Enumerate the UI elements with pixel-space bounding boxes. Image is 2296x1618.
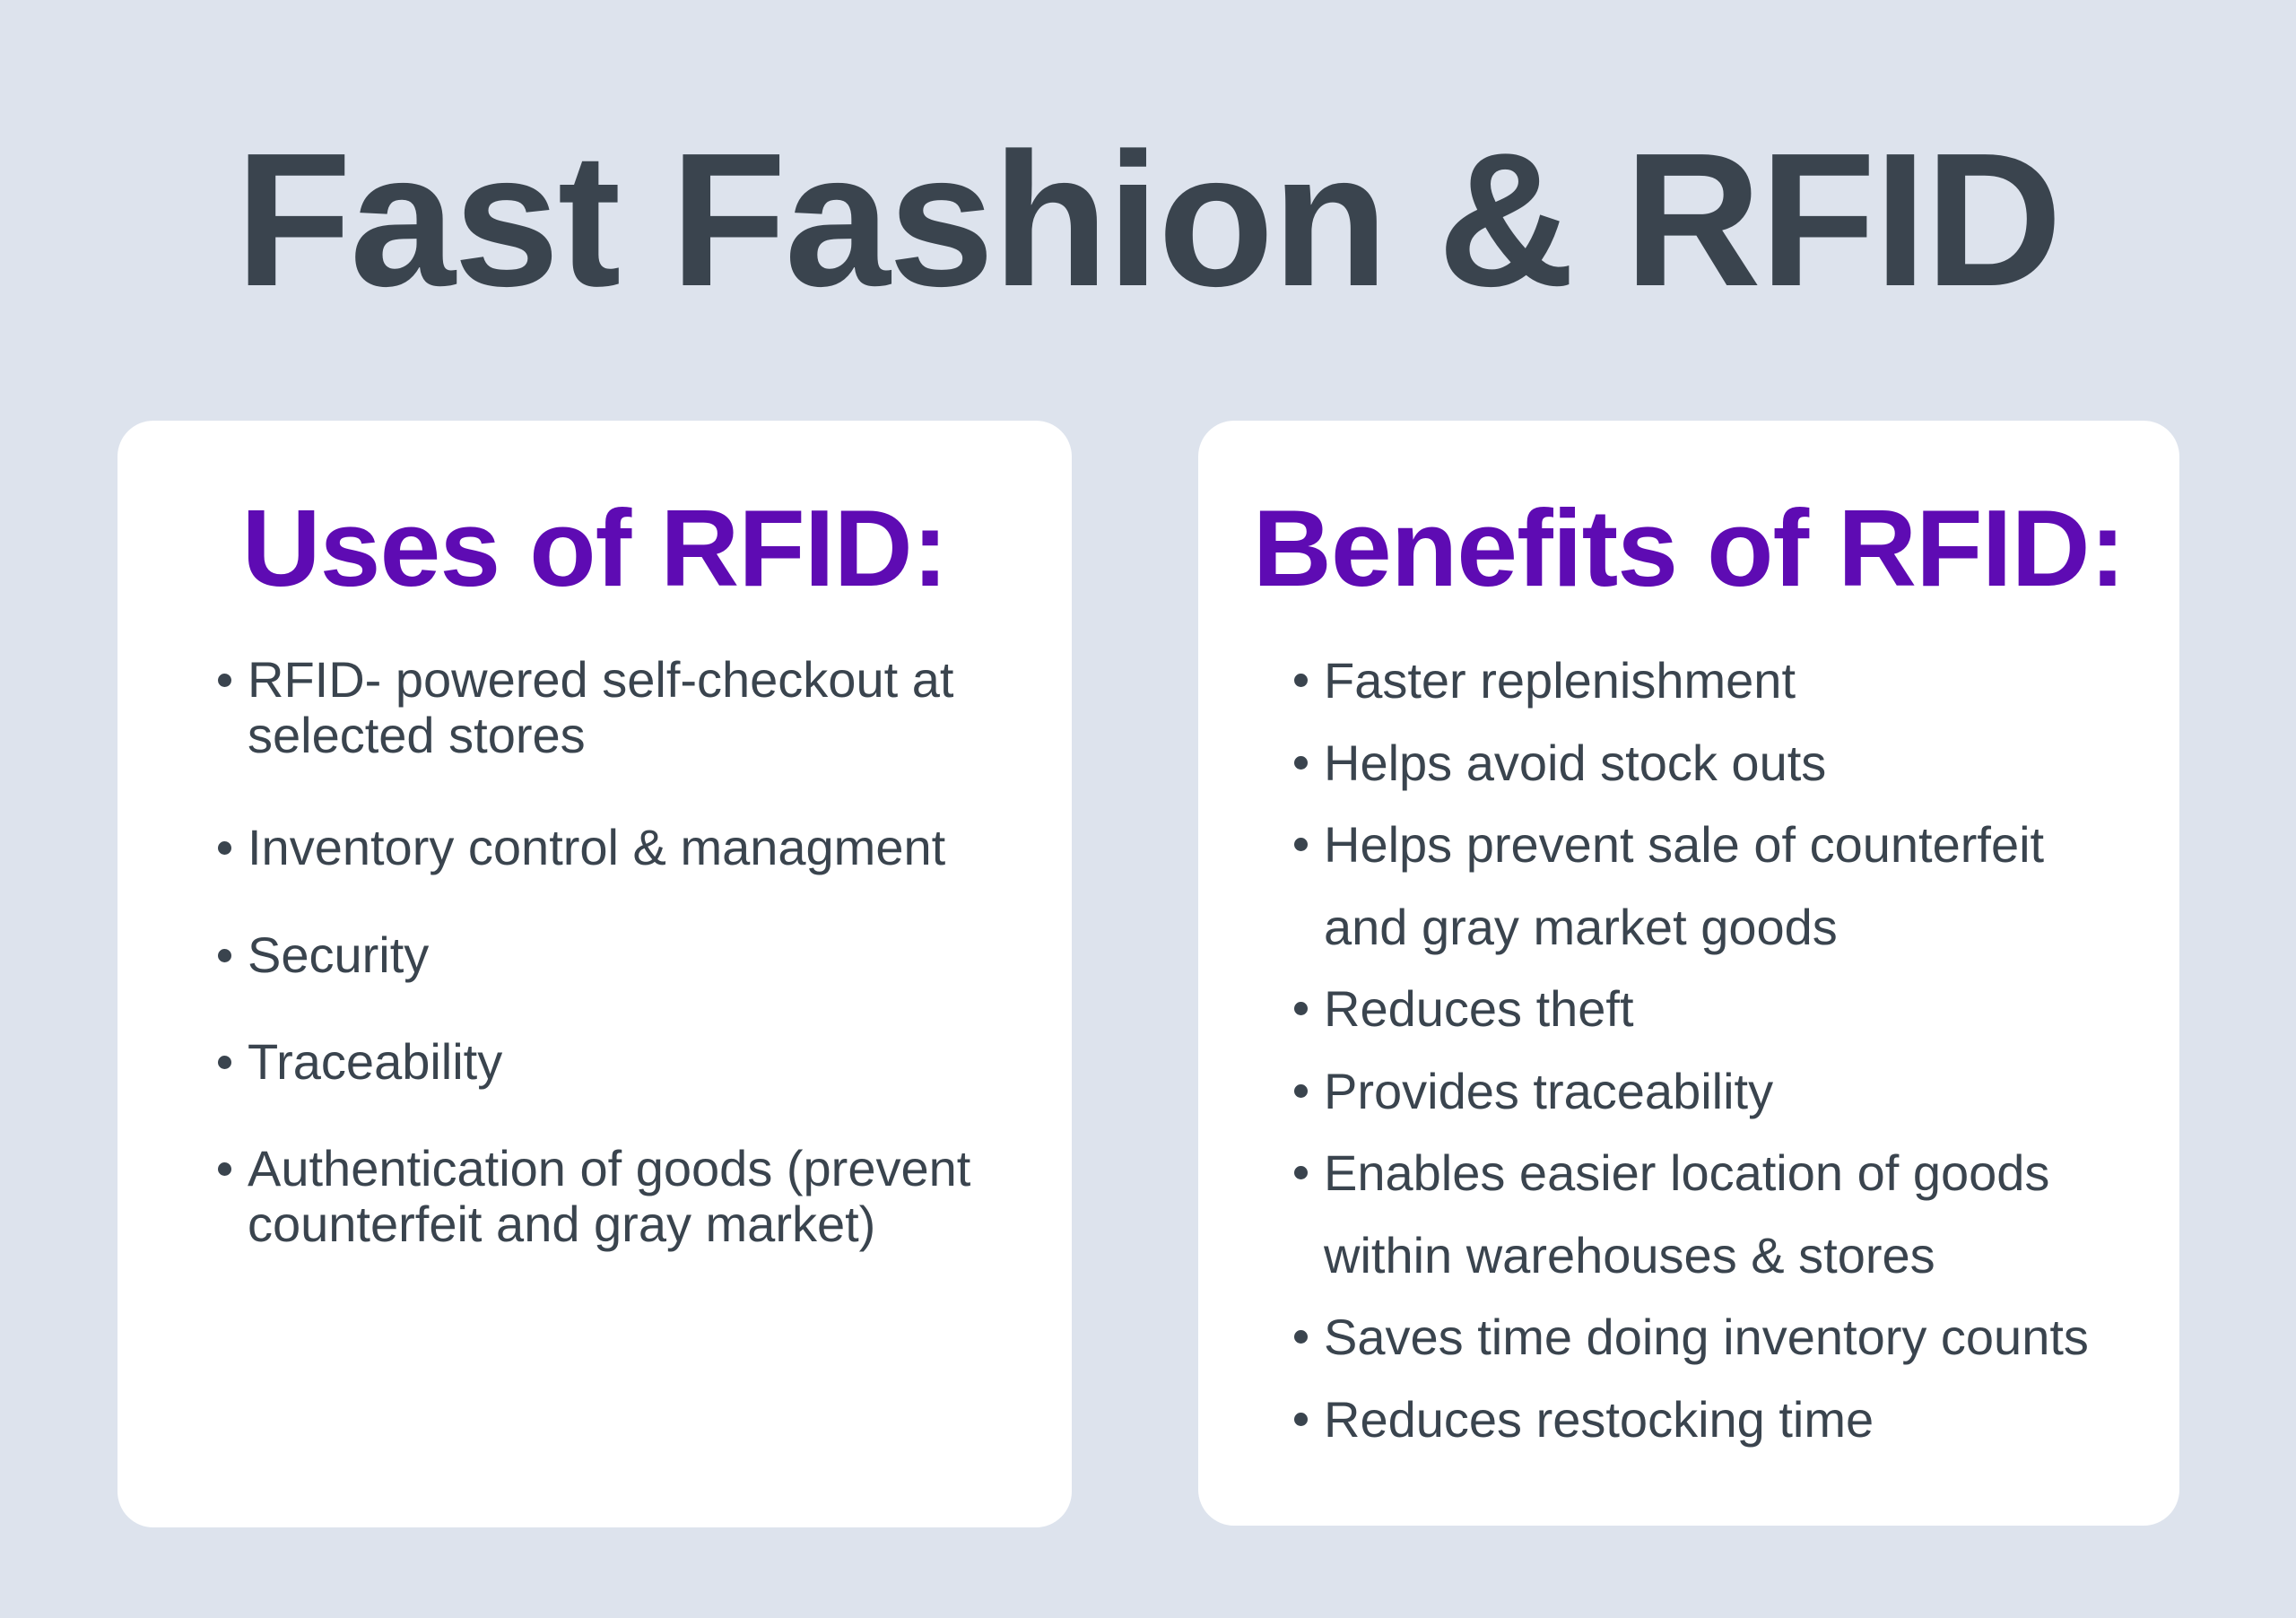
benefits-card: Benefits of RFID: Faster replenishment H… [1198,421,2179,1526]
bullet-icon [1294,838,1308,851]
bullet-icon [218,674,231,687]
bullet-icon [218,1056,231,1069]
item-text: Enables easier location of goods [1324,1144,2050,1201]
item-text: Inventory control & managment [248,819,946,875]
item-text: Helps prevent sale of counterfeit [1324,816,2045,873]
benefits-heading: Benefits of RFID: [1252,487,2126,609]
item-text: Helps avoid stock outs [1324,734,1827,791]
list-item: Inventory control & managment [218,819,946,875]
list-item: Reduces theft [1294,968,1634,1050]
item-text: counterfeit and gray market) [248,1196,876,1252]
item-text: Reduces theft [1324,980,1634,1037]
list-item: Helps avoid stock outs [1294,722,1827,805]
list-item: RFID- powered self-checkout at selected … [218,651,954,763]
list-item: Authentication of goods (prevent counter… [218,1140,971,1252]
bullet-icon [218,949,231,962]
bullet-icon [218,1162,231,1176]
item-text: Traceability [248,1033,503,1090]
uses-card: Uses of RFID: RFID- powered self-checkou… [117,421,1072,1527]
item-text: Faster replenishment [1324,652,1796,709]
list-item: Enables easier location of goods within … [1294,1132,2050,1296]
item-text: Saves time doing inventory counts [1324,1309,2089,1365]
list-item: Security [218,926,430,983]
uses-heading: Uses of RFID: [241,487,949,609]
bullet-icon [1294,1412,1308,1426]
item-text: Reduces restocking time [1324,1390,1874,1448]
list-item: Saves time doing inventory counts [1294,1296,2089,1379]
bullet-icon [1294,1083,1308,1098]
item-text: within warehouses & stores [1324,1226,1935,1283]
bullet-icon [1294,1330,1308,1344]
list-item: Provides traceability [1294,1050,1774,1133]
list-item: Faster replenishment [1294,639,1796,722]
bullet-icon [1294,755,1308,770]
item-text: RFID- powered self-checkout at [248,651,954,708]
page-title: Fast Fashion & RFID [235,113,2062,326]
item-text: Security [248,926,430,983]
bullet-icon [1294,674,1308,687]
item-text: and gray market goods [1324,898,1838,955]
list-item: Helps prevent sale of counterfeit and gr… [1294,804,2045,968]
bullet-icon [1294,1002,1308,1015]
item-text: Authentication of goods (prevent [248,1140,971,1196]
list-item: Traceability [218,1033,503,1090]
bullet-icon [1294,1166,1308,1179]
item-text: Provides traceability [1324,1062,1774,1119]
item-text: selected stores [248,707,586,763]
bullet-icon [218,841,231,855]
list-item: Reduces restocking time [1294,1379,1874,1461]
